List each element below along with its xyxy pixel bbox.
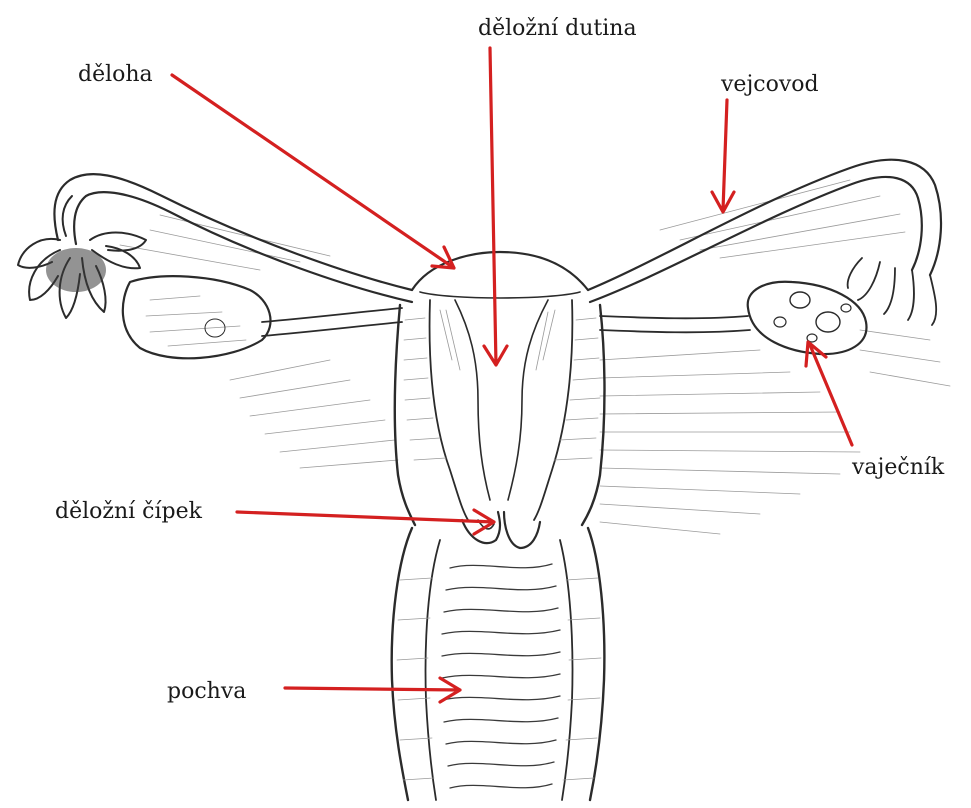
- label-arrows: [172, 48, 852, 702]
- cervix: [462, 512, 540, 548]
- left-fallopian-tube: [18, 174, 412, 318]
- uterus: [395, 252, 605, 525]
- arrow-vajecnik: [806, 342, 852, 445]
- label-vajecnik: vaječník: [851, 455, 945, 480]
- arrow-delozni-dutina: [484, 48, 507, 365]
- label-deloha: děloha: [78, 62, 153, 87]
- label-pochva: pochva: [167, 679, 246, 704]
- arrow-delozni-cipek: [237, 510, 494, 534]
- right-fallopian-tube: [588, 160, 941, 325]
- label-vejcovod: vejcovod: [720, 72, 819, 97]
- right-ovary: [600, 282, 866, 354]
- arrow-pochva: [285, 678, 460, 702]
- vagina: [392, 528, 605, 800]
- arrow-deloha: [172, 75, 454, 268]
- arrow-vejcovod: [712, 100, 734, 212]
- label-delozni-cipek: děložní čípek: [55, 499, 203, 524]
- label-delozni-dutina: děložní dutina: [478, 16, 637, 41]
